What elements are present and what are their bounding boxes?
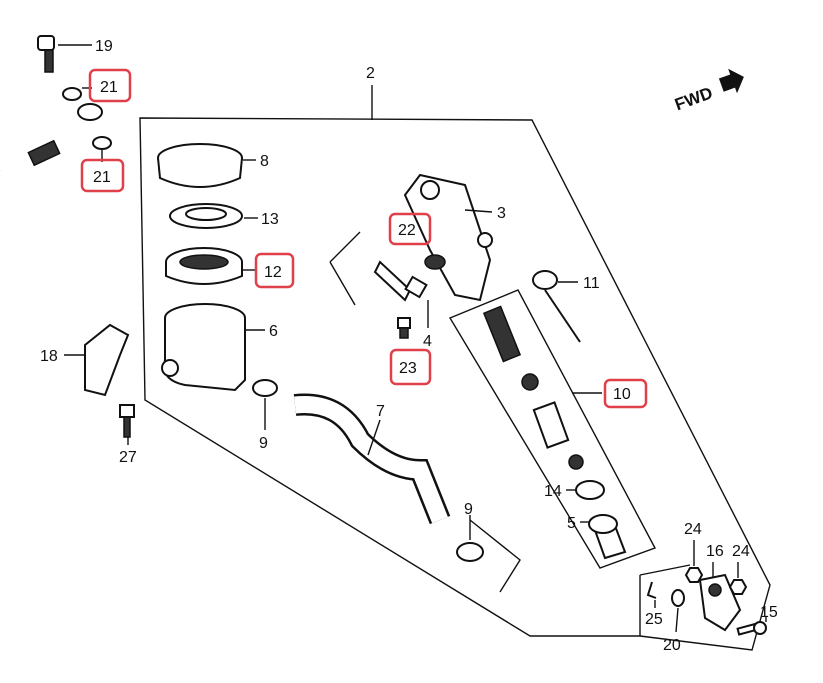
sealing-washer [92,136,112,150]
callout-25[interactable]: 25 [645,611,663,628]
subassembly-outline-9 [469,519,521,593]
master-cylinder-body [403,173,493,302]
assembly-outline [139,117,771,651]
bracket [84,323,130,397]
callout-18[interactable]: 18 [40,348,58,365]
callout-10[interactable]: 10 [613,386,631,403]
callout-21[interactable]: 21 [100,79,118,96]
hose-clamp [252,379,278,397]
highlight-box-21a [88,68,132,103]
callout-6[interactable]: 6 [269,323,278,340]
joint-fitting [373,260,428,302]
arrow-right-icon [718,68,744,94]
highlight-box-23 [389,348,432,386]
callout-12[interactable]: 12 [264,264,282,281]
push-rod [532,270,581,343]
reservoir-cap [157,143,243,188]
highlight-box-10 [603,378,648,409]
subassembly-outline-4 [329,231,361,306]
callout-14[interactable]: 14 [544,483,562,500]
callout-15[interactable]: 15 [760,604,778,621]
screw [397,317,411,339]
forward-direction-indicator: FWD [672,68,744,114]
brake-hose [0,103,103,174]
callout-2[interactable]: 2 [366,65,375,82]
callout-16[interactable]: 16 [706,543,724,560]
subassembly-outline-16 [639,564,691,636]
subassembly-outline-10 [448,289,656,569]
callout-8[interactable]: 8 [260,153,269,170]
callout-5[interactable]: 5 [567,515,576,532]
cotter-pin [646,581,657,599]
callout-7[interactable]: 7 [376,403,385,420]
callout-27[interactable]: 27 [119,449,137,466]
callout-24[interactable]: 24 [732,543,750,560]
washer [671,589,685,607]
bolt [119,404,135,438]
reservoir [161,303,246,392]
callout-3[interactable]: 3 [497,205,506,222]
callout-13[interactable]: 13 [261,211,279,228]
callout-24[interactable]: 24 [684,521,702,538]
callout-4[interactable]: 4 [423,333,432,350]
banjo-bolt [37,35,55,73]
nut [728,579,748,595]
callout-9[interactable]: 9 [464,501,473,518]
callout-22[interactable]: 22 [398,222,416,239]
diaphragm [165,247,243,285]
highlight-box-21b [80,158,125,193]
callout-20[interactable]: 20 [663,637,681,654]
nut [684,567,704,583]
fwd-label: FWD [672,83,715,114]
highlight-box-22 [388,212,432,246]
sealing-washer [62,87,82,101]
piston-kit [482,305,627,560]
callout-21[interactable]: 21 [93,169,111,186]
joint-pin [736,621,767,636]
callout-11[interactable]: 11 [583,275,600,292]
callout-19[interactable]: 19 [95,38,113,55]
callout-9[interactable]: 9 [259,435,268,452]
highlight-box-12 [254,252,295,289]
hose-clamp [456,542,484,562]
callout-23[interactable]: 23 [399,360,417,377]
